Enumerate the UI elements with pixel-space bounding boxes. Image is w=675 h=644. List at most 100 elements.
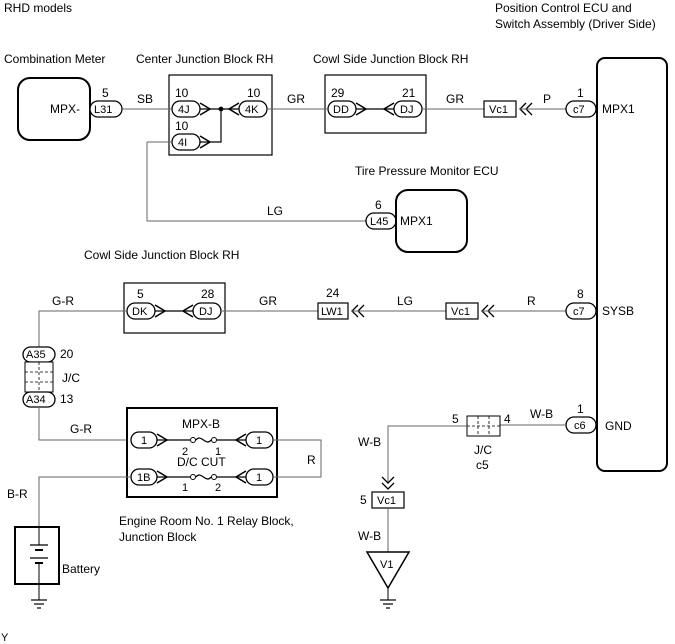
connector-Vc1-mid [445, 302, 479, 320]
wire-w-b-3-label: W-B [358, 529, 381, 543]
connector-L45-pin: 6 [375, 198, 382, 212]
position-ecu-title-line2: Switch Assembly (Driver Side) [495, 17, 656, 31]
connector-DK-pin: 5 [137, 287, 144, 301]
connector-c7-mid [565, 302, 597, 320]
center-jb-link-4i [200, 109, 222, 143]
wire-gr-3-label: GR [259, 294, 277, 308]
fuse-dc-cut-icon [195, 474, 212, 480]
wire-r-1-label: R [527, 294, 536, 308]
connector-LW1 [317, 302, 349, 320]
fuse-terminal [190, 437, 196, 443]
connector-A35-pin: 20 [60, 347, 74, 361]
fuse-terminal [190, 474, 196, 480]
connector-Vc1-top-code: Vc1 [489, 104, 508, 116]
chevron-icon [234, 470, 247, 484]
chevron-icon [382, 102, 395, 116]
wire-lg-tpms [146, 142, 366, 222]
connector-A35-code: A35 [26, 349, 46, 361]
position-control-ecu-box [596, 57, 668, 472]
connector-4I-pin: 10 [175, 119, 189, 133]
connector-c6-pin: 1 [577, 402, 584, 416]
fuse-dc-cut-pin-left: 1 [182, 482, 188, 494]
connector-DJ-top-pin: 21 [402, 86, 416, 100]
position-ecu-title-line1: Position Control ECU and [495, 1, 632, 15]
connector-4K-pin: 10 [247, 86, 261, 100]
connector-Vc1-mid-code: Vc1 [451, 306, 470, 318]
fuse-mpx-b-pin-left: 2 [182, 446, 188, 458]
center-jb-title: Center Junction Block RH [136, 52, 273, 66]
connector-DK-code: DK [132, 306, 148, 318]
ground-icon [31, 599, 47, 609]
connector-relay-1B-code: 1B [137, 472, 150, 484]
inline-connector-arrows-icon [381, 476, 395, 490]
connector-c6-code: c6 [574, 420, 586, 432]
wire-w-b-2 [387, 425, 467, 484]
fuse-dc-cut-pin-right: 2 [215, 482, 221, 494]
wire-b-r-label: B-R [7, 487, 28, 501]
ground-point-V1-code: V1 [380, 559, 393, 571]
chevron-icon [154, 304, 167, 318]
tpms-ecu-box [395, 189, 468, 253]
wire-g-r-2 [38, 407, 131, 441]
jc-c5-left-pin: 5 [452, 412, 459, 426]
wire-r-relay [273, 439, 322, 478]
connector-L45-code: L45 [370, 216, 388, 228]
cowl-jb-top-title: Cowl Side Junction Block RH [313, 52, 468, 66]
connector-relay-1-top-left-code: 1 [141, 435, 147, 447]
connector-c7-top-pin: 1 [577, 86, 584, 100]
connector-c7-top-code: c7 [573, 104, 585, 116]
wire-g-r-2-label: G-R [70, 422, 92, 436]
combination-meter-pin: MPX- [50, 102, 80, 116]
chevron-icon [355, 102, 368, 116]
connector-4I-code: 4I [178, 137, 187, 149]
wire-w-b-1-label: W-B [530, 407, 553, 421]
chevron-icon [199, 135, 212, 149]
tpms-ecu-pin: MPX1 [400, 214, 433, 228]
ground-point-V1 [365, 551, 411, 590]
chevron-icon [181, 304, 194, 318]
wire-w-b-2-label: W-B [358, 435, 381, 449]
connector-L31-pin: 5 [102, 86, 109, 100]
connector-A34-code: A34 [26, 394, 46, 406]
wire-lg-2-label: LG [397, 294, 413, 308]
center-jb-splice [218, 106, 224, 112]
jc-left-label: J/C [62, 371, 80, 385]
wire-gr-1-label: GR [287, 92, 305, 106]
ecu-pin-gnd: GND [605, 419, 632, 433]
connector-c7-mid-code: c7 [573, 306, 585, 318]
connector-L31-code: L31 [94, 104, 112, 116]
connector-DJ-top-code: DJ [400, 104, 413, 116]
models-label: RHD models [4, 1, 72, 15]
battery-label: Battery [62, 562, 100, 576]
chevron-icon [156, 433, 169, 447]
wire-b-r [38, 476, 131, 527]
jc-c5-right-pin: 4 [504, 412, 511, 426]
chevron-icon [227, 102, 240, 116]
connector-A34-pin: 13 [60, 392, 74, 406]
wire-p-label: P [543, 92, 551, 106]
ground-icon [380, 599, 396, 609]
fuse-dc-cut-name: D/C CUT [177, 455, 226, 469]
fuse-terminal [211, 437, 217, 443]
cowl-jb-bottom-title: Cowl Side Junction Block RH [84, 248, 239, 262]
wire-r-relay-label: R [307, 453, 316, 467]
connector-DJ-bottom-pin: 28 [201, 287, 215, 301]
connector-4K-code: 4K [245, 104, 259, 116]
wire-g-r-1 [38, 310, 127, 347]
jc-c5-label-line1: J/C [474, 443, 492, 457]
fuse-mpx-b-icon [195, 437, 212, 443]
connector-LW1-pin: 24 [326, 286, 340, 300]
connector-c7-mid-pin: 8 [577, 287, 584, 301]
connector-LW1-code: LW1 [321, 306, 343, 318]
connector-relay-1-bottom-right-code: 1 [256, 472, 262, 484]
chevron-icon [234, 433, 247, 447]
wire-lg-tpms-label: LG [267, 204, 283, 218]
fuse-mpx-b-name: MPX-B [182, 417, 220, 431]
connector-Vc1-bottom-pin: 5 [360, 493, 367, 507]
chevron-icon [199, 102, 212, 116]
relay-block-title-line1: Engine Room No. 1 Relay Block, [119, 514, 294, 528]
ecu-pin-mpx1: MPX1 [602, 102, 635, 116]
connector-4J-code: 4J [178, 104, 190, 116]
jc-c5-label-line2: c5 [476, 458, 489, 472]
